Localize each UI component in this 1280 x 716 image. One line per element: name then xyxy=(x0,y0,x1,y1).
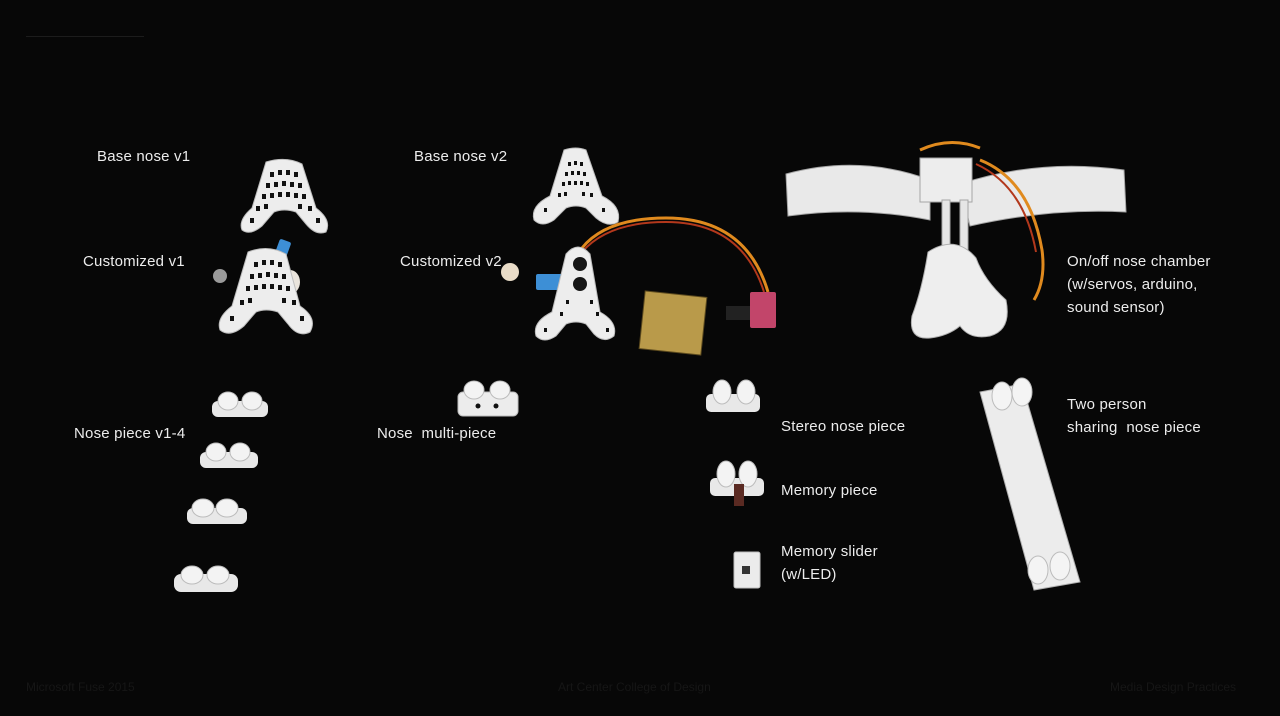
label-base-nose-v2: Base nose v2 xyxy=(414,148,508,165)
memory-piece-image xyxy=(710,460,764,506)
label-memory-slider: Memory slider (w/LED) xyxy=(781,543,878,583)
label-memory-piece: Memory piece xyxy=(781,482,878,499)
nose-multi-piece-image xyxy=(457,380,519,417)
label-customized-v2: Customized v2 xyxy=(400,253,502,270)
customized-v1-image xyxy=(213,239,313,335)
nose-piece-v2-image xyxy=(200,442,258,468)
footer-left: Microsoft Fuse 2015 xyxy=(26,680,135,694)
nose-piece-v4-image xyxy=(174,565,238,592)
label-on-off-nose-chamber: On/off nose chamber (w/servos, arduino, … xyxy=(1067,253,1211,316)
footer-center: Art Center College of Design xyxy=(558,680,711,694)
label-base-nose-v1: Base nose v1 xyxy=(97,148,191,165)
label-nose-multi-piece: Nose multi-piece xyxy=(377,425,497,442)
label-nose-piece-v1-4: Nose piece v1-4 xyxy=(74,425,186,442)
on-off-nose-chamber-image xyxy=(785,141,1127,339)
base-nose-v2-image xyxy=(532,147,620,225)
two-person-sharing-image xyxy=(979,377,1081,591)
base-nose-v1-image xyxy=(240,158,329,234)
nose-piece-v1-image xyxy=(212,391,268,417)
label-two-person-sharing: Two person sharing nose piece xyxy=(1067,396,1201,436)
header-rule xyxy=(26,36,144,37)
memory-slider-image xyxy=(733,551,761,589)
footer-right: Media Design Practices xyxy=(1110,680,1237,694)
label-stereo-nose-piece: Stereo nose piece xyxy=(781,418,906,435)
customized-v2-image xyxy=(501,216,776,356)
stereo-nose-piece-image xyxy=(706,379,760,412)
nose-piece-v3-image xyxy=(187,498,247,524)
label-customized-v1: Customized v1 xyxy=(83,253,185,270)
